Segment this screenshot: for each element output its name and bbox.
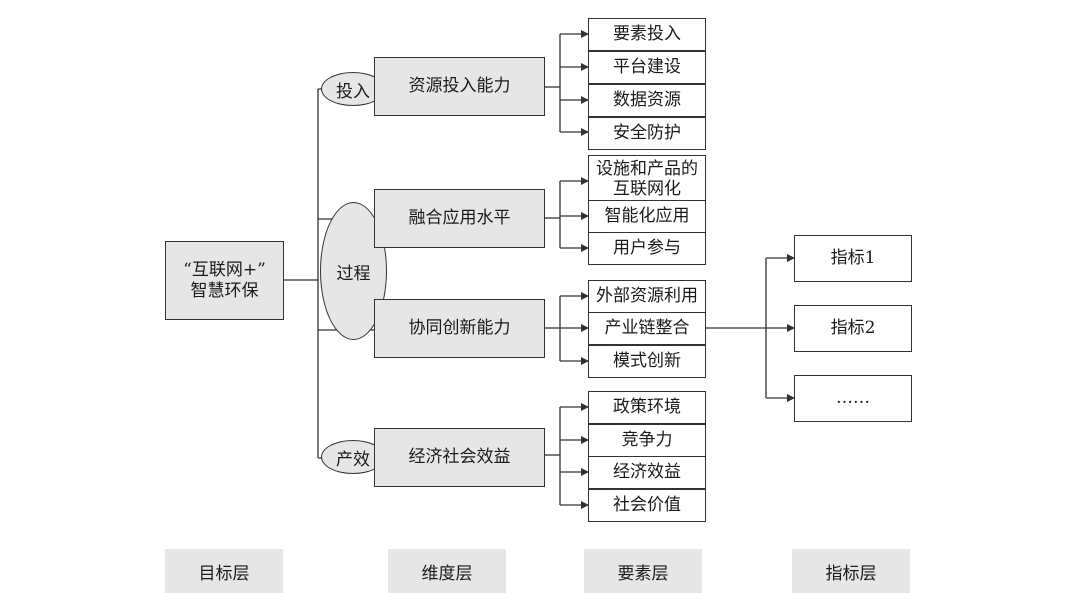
dimension-benefit: 经济社会效益 xyxy=(374,428,545,487)
element-line: 设施和产品的 xyxy=(596,158,698,179)
layer-label-target: 目标层 xyxy=(165,549,283,593)
indicator-box: …… xyxy=(794,375,912,422)
element-box: 智能化应用 xyxy=(588,200,706,233)
layer-label-element: 要素层 xyxy=(584,549,702,593)
element-box: 经济效益 xyxy=(588,456,706,489)
dimension-resource: 资源投入能力 xyxy=(374,57,545,116)
layer-label-dimension: 维度层 xyxy=(388,549,506,593)
element-box: 外部资源利用 xyxy=(588,280,706,313)
element-box: 社会价值 xyxy=(588,489,706,522)
element-box: 安全防护 xyxy=(588,117,706,150)
element-box: 数据资源 xyxy=(588,84,706,117)
element-box: 竞争力 xyxy=(588,424,706,457)
element-box: 用户参与 xyxy=(588,232,706,265)
element-box: 产业链整合 xyxy=(588,312,706,345)
element-box: 平台建设 xyxy=(588,51,706,84)
dimension-innovation: 协同创新能力 xyxy=(374,299,545,358)
element-line: 互联网化 xyxy=(613,178,681,199)
root-node: “互联网+” 智慧环保 xyxy=(165,241,284,320)
indicator-box: 指标2 xyxy=(794,305,912,352)
element-box: 模式创新 xyxy=(588,345,706,378)
layer-label-indicator: 指标层 xyxy=(792,549,910,593)
element-box: 要素投入 xyxy=(588,18,706,51)
element-box: 政策环境 xyxy=(588,391,706,424)
root-line-1: “互联网+” xyxy=(183,259,266,280)
element-box: 设施和产品的 互联网化 xyxy=(588,155,706,202)
root-line-2: 智慧环保 xyxy=(190,280,259,301)
indicator-box: 指标1 xyxy=(794,235,912,282)
dimension-fusion: 融合应用水平 xyxy=(374,189,545,248)
